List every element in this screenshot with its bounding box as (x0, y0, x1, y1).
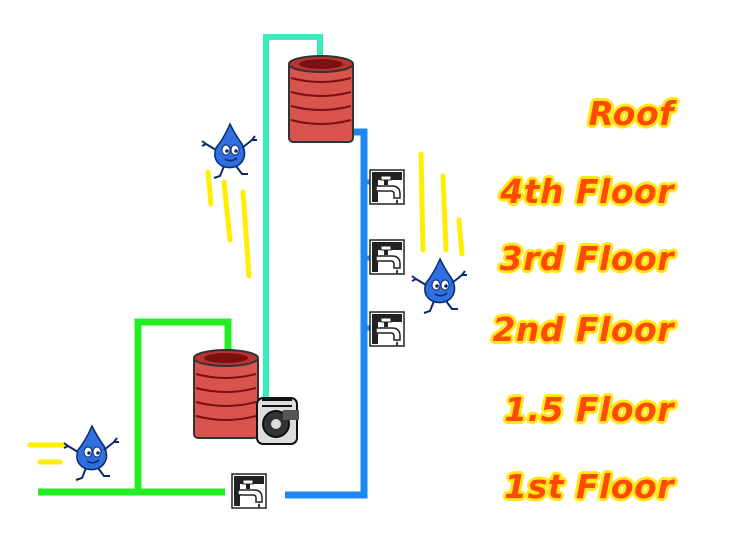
floor-label-4th-floor: 4th Floor (500, 172, 674, 211)
pump-riser-pipe (263, 34, 323, 408)
floor-label-2nd-floor: 2nd Floor (492, 310, 674, 349)
pump-icon (256, 397, 299, 445)
faucet-icon (369, 169, 405, 205)
supply-pipe (38, 318, 232, 496)
floor-label-3rd-floor: 3rd Floor (499, 239, 674, 278)
floor-label-1st-floor: 1st Floor (504, 467, 674, 506)
motion-lines-icon (27, 151, 465, 465)
water-drop-mascot-icon (201, 123, 258, 179)
ground-water-tank-icon (193, 349, 259, 439)
water-drop-mascot-icon (63, 425, 120, 481)
faucet-icon (369, 239, 405, 275)
water-drop-mascot-icon (411, 258, 468, 314)
floor-label-roof: Roof (588, 94, 674, 133)
distribution-pipe (285, 128, 384, 499)
faucet-icon (369, 311, 405, 347)
floor-label-1-5-floor: 1.5 Floor (504, 390, 674, 429)
faucet-icon (231, 473, 267, 509)
roof-water-tank-icon (288, 55, 354, 143)
